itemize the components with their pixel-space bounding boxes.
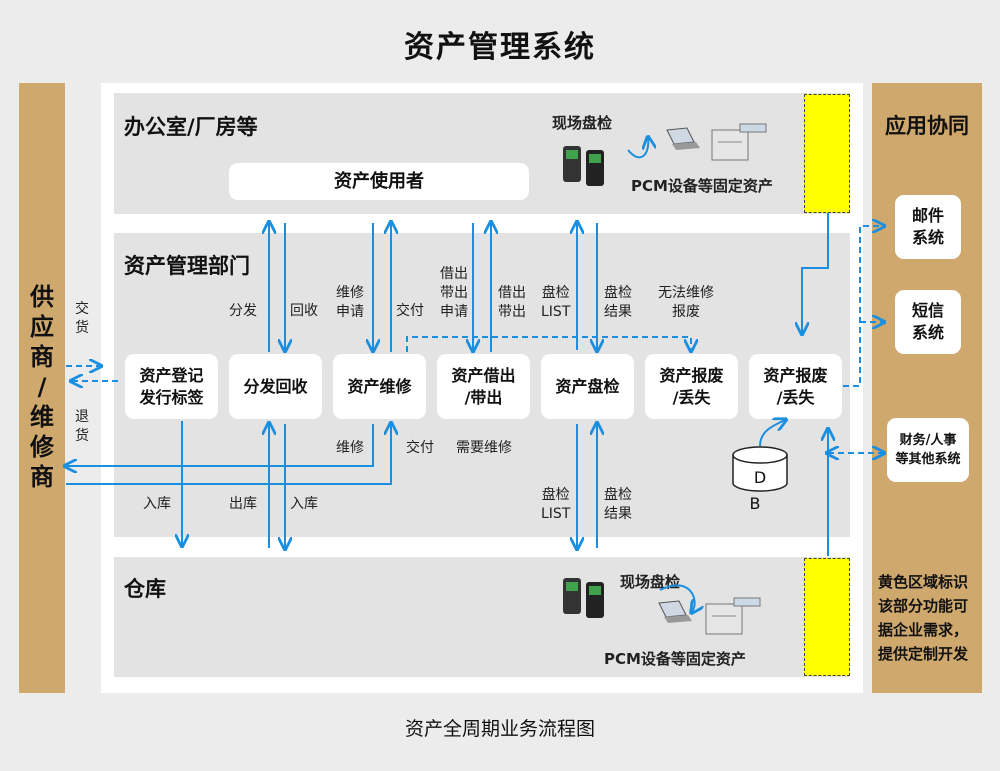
borrow-out-label: 借出 带出 (498, 285, 526, 320)
asset-scrap-box: 资产报废 /丢失 (645, 354, 738, 419)
flow-arrow (759, 420, 785, 447)
flow-arrow (66, 424, 374, 466)
cannot-repair-label: 无法维修 报废 (658, 285, 714, 320)
handheld-scanner-icon (563, 146, 604, 186)
supplier-char: 商 (30, 463, 54, 491)
finance-hr-system-box: 财务/人事 等其他系统 (887, 418, 969, 482)
supplier-char: 商 (30, 343, 54, 371)
check-list-label: 盘检 LIST (541, 285, 571, 320)
flow-arrow (627, 138, 648, 159)
stock-out-label: 出库 (229, 496, 257, 512)
need-repair-label: 需要维修 (456, 440, 512, 456)
asset-borrow-box: 资产借出 /带出 (437, 354, 530, 419)
deliver-back-label: 交付 (406, 440, 434, 456)
supplier-char: 维 (30, 403, 54, 431)
warehouse-devices-label: PCM设备等固定资产 (604, 650, 746, 668)
handheld-scanner-icon (563, 578, 604, 618)
stock-in-label: 入库 (290, 496, 318, 512)
warehouse-zone-title: 仓库 (124, 577, 166, 601)
asset-repair-box: 资产维修 (333, 354, 426, 419)
deliver-goods-label: 交 货 (75, 301, 89, 336)
database-label: D (753, 468, 767, 487)
repair-label: 维修 (336, 440, 364, 456)
deliver-use-label: 交付 (396, 303, 424, 319)
flow-arrow (66, 424, 392, 485)
collab-sidebar (872, 83, 982, 693)
office-check-label: 现场盘检 (552, 114, 613, 132)
yellow-area-note: 黄色区域标识 该部分功能可 据企业需求， 提供定制开发 (878, 573, 969, 663)
check-list-label: 盘检 LIST (541, 487, 571, 522)
printer-icon (711, 123, 767, 161)
asset-register-box: 资产登记 发行标签 (125, 354, 218, 419)
office-zone-title: 办公室/厂房等 (124, 115, 258, 139)
distribute-recycle-box: 分发回收 (229, 354, 322, 419)
flow-arrow (843, 226, 883, 387)
flow-arrow (406, 336, 691, 352)
database-cylinder (731, 446, 789, 492)
office-devices-label: PCM设备等固定资产 (631, 177, 773, 195)
return-goods-label: 退 货 (75, 409, 89, 444)
stock-in-label: 入库 (143, 496, 171, 512)
supplier-label: 供 应 商 / 维 修 商 (19, 282, 65, 492)
flow-arrow (802, 213, 829, 333)
email-system-box: 邮件 系统 (895, 195, 961, 259)
check-result-label: 盘检 结果 (604, 285, 632, 320)
collab-title: 应用协同 (885, 114, 969, 138)
supplier-char: 供 (30, 283, 54, 311)
asset-scrap-lost-box: 资产报废 /丢失 (749, 354, 842, 419)
printer-icon (705, 597, 761, 635)
check-result-label: 盘检 结果 (604, 487, 632, 522)
dept-zone-title: 资产管理部门 (124, 254, 250, 278)
supplier-char: 修 (30, 433, 54, 461)
custom-area-office (804, 94, 850, 213)
laptop-icon (658, 600, 692, 623)
page-title: 资产管理系统 (404, 30, 596, 65)
repair-request-label: 维修 申请 (336, 285, 364, 320)
asset-user-box: 资产使用者 (229, 163, 529, 200)
custom-area-warehouse (804, 558, 850, 676)
supplier-sidebar (19, 83, 65, 693)
database-sub-label: B (749, 494, 761, 513)
supplier-char: / (37, 373, 47, 401)
flow-arrow (659, 584, 695, 612)
laptop-icon (666, 127, 700, 150)
asset-check-box: 资产盘检 (541, 354, 634, 419)
borrow-request-label: 借出 带出 申请 (440, 266, 468, 320)
supplier-char: 应 (30, 313, 54, 341)
sms-system-box: 短信 系统 (895, 290, 961, 354)
distribute-label: 分发 (229, 303, 257, 319)
diagram-caption: 资产全周期业务流程图 (404, 718, 595, 740)
recycle-label: 回收 (290, 303, 318, 319)
warehouse-check-label: 现场盘检 (620, 573, 681, 591)
